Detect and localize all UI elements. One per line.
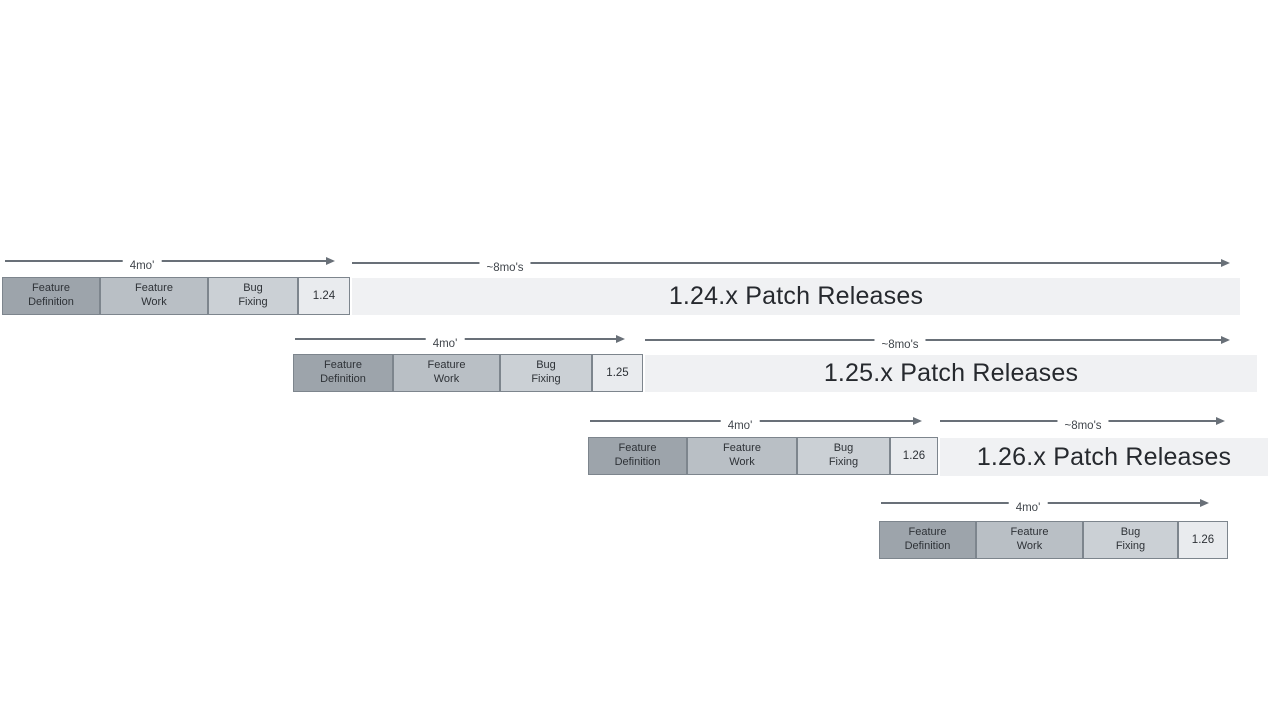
- patch-release-bar-label: 1.26.x Patch Releases: [976, 442, 1232, 471]
- arrowhead-right-icon: [913, 417, 922, 425]
- dev-cycle-arrow-label: 4mo': [425, 338, 465, 351]
- phase-box-feature-work: Feature Work: [100, 277, 208, 315]
- patch-cycle-arrow: ~8mo's: [352, 259, 1230, 275]
- patch-release-bar-label: 1.24.x Patch Releases: [668, 282, 924, 310]
- version-box: 1.26: [1178, 521, 1228, 559]
- phase-box-feature-work: Feature Work: [393, 354, 500, 392]
- patch-release-bar: 1.26.x Patch Releases: [940, 438, 1268, 476]
- patch-cycle-arrow: ~8mo's: [645, 336, 1230, 352]
- patch-release-bar: 1.24.x Patch Releases: [352, 278, 1240, 315]
- phase-box-feature-work: Feature Work: [976, 521, 1083, 559]
- phase-box-feature-definition: Feature Definition: [588, 437, 687, 475]
- phase-box-feature-definition: Feature Definition: [293, 354, 393, 392]
- dev-cycle-arrow: 4mo': [881, 499, 1209, 515]
- patch-cycle-arrow-label: ~8mo's: [479, 262, 531, 275]
- arrowhead-right-icon: [1200, 499, 1209, 507]
- dev-cycle-arrow: 4mo': [5, 257, 335, 273]
- patch-cycle-arrow: ~8mo's: [940, 417, 1225, 433]
- arrowhead-right-icon: [1221, 259, 1230, 267]
- dev-cycle-arrow-label: 4mo': [1008, 502, 1048, 515]
- patch-cycle-arrow-label: ~8mo's: [874, 339, 926, 352]
- version-box: 1.25: [592, 354, 643, 392]
- dev-cycle-arrow: 4mo': [590, 417, 922, 433]
- phase-box-feature-definition: Feature Definition: [879, 521, 976, 559]
- phase-box-bug-fixing: Bug Fixing: [1083, 521, 1178, 559]
- dev-cycle-arrow-label: 4mo': [122, 260, 162, 273]
- arrowhead-right-icon: [1216, 417, 1225, 425]
- patch-release-bar: 1.25.x Patch Releases: [645, 355, 1257, 392]
- arrowhead-right-icon: [326, 257, 335, 265]
- arrowhead-right-icon: [616, 335, 625, 343]
- dev-cycle-arrow-label: 4mo': [720, 420, 760, 433]
- phase-box-bug-fixing: Bug Fixing: [500, 354, 592, 392]
- phase-box-bug-fixing: Bug Fixing: [208, 277, 298, 315]
- arrowhead-right-icon: [1221, 336, 1230, 344]
- phase-box-feature-definition: Feature Definition: [2, 277, 100, 315]
- version-box: 1.26: [890, 437, 938, 475]
- phase-box-feature-work: Feature Work: [687, 437, 797, 475]
- version-box: 1.24: [298, 277, 350, 315]
- patch-release-bar-label: 1.25.x Patch Releases: [823, 359, 1079, 387]
- dev-cycle-arrow: 4mo': [295, 335, 625, 351]
- patch-cycle-arrow-label: ~8mo's: [1057, 420, 1109, 433]
- phase-box-bug-fixing: Bug Fixing: [797, 437, 890, 475]
